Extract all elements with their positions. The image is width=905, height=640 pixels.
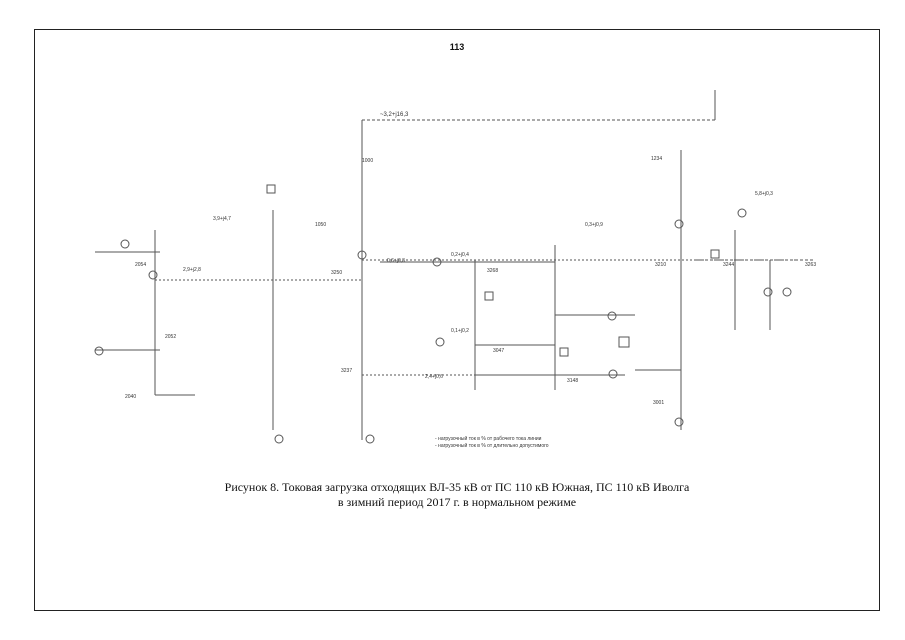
transformer-9: [674, 417, 684, 427]
node-label: 2040: [125, 394, 136, 400]
node-label: 2054: [135, 262, 146, 268]
transformer-10: [274, 434, 284, 444]
transformer-2: [148, 270, 158, 280]
node-label: 1234: [651, 156, 662, 162]
caption-line-1: Рисунок 8. Токовая загрузка отходящих ВЛ…: [224, 480, 690, 494]
flow-label: 5,8+j0,3: [755, 191, 773, 197]
transformer-5: [432, 257, 442, 267]
node-label: 1050: [315, 222, 326, 228]
node-label: 3047: [493, 348, 504, 354]
top-line-label: ~3,2+j16,3: [380, 112, 409, 118]
flow-label: 3,9+j4,7: [213, 216, 231, 222]
node-label: 3210: [655, 262, 666, 268]
node-label: 2052: [165, 334, 176, 340]
switch-box-1: [484, 291, 494, 301]
node-label: 3001: [653, 400, 664, 406]
transformer-7: [607, 311, 617, 321]
flow-label: 0,1+j0,2: [451, 328, 469, 334]
flow-label: 2,9+j2,8: [183, 267, 201, 273]
switch-box-2: [559, 347, 569, 357]
transformer-3: [94, 346, 104, 356]
figure-caption: Рисунок 8. Токовая загрузка отходящих ВЛ…: [35, 480, 879, 510]
transformer-6: [435, 337, 445, 347]
caption-line-2: в зимний период 2017 г. в нормальном реж…: [337, 495, 577, 509]
transformer-14: [782, 287, 792, 297]
page-frame: 113: [34, 29, 880, 611]
flow-label: 0,3+j0,9: [585, 222, 603, 228]
flow-label: 0,2+j0,4: [451, 252, 469, 258]
transformer-13: [763, 287, 773, 297]
node-label: 3237: [341, 368, 352, 374]
node-label: 3268: [487, 268, 498, 274]
transformer-12: [737, 208, 747, 218]
node-label: 3244: [723, 262, 734, 268]
node-label: 1000: [362, 158, 373, 164]
legend-item: - нагрузочный ток в % от длительно допус…: [435, 442, 549, 449]
switch-box-3: [710, 249, 720, 259]
transformer-4: [357, 250, 367, 260]
transformer-11: [365, 434, 375, 444]
node-label: 3263: [805, 262, 816, 268]
flow-label: 0,6+j0,3: [387, 258, 405, 264]
node-label: 3148: [567, 378, 578, 384]
page-number: 113: [449, 42, 465, 52]
circuit-diagram: ~3,2+j16,3 1000 1050 1234 2054 2052 2040…: [94, 90, 816, 449]
flow-label: 2,4+j0,6: [425, 374, 443, 380]
transformer-1: [120, 239, 130, 249]
transformer-8: [608, 369, 618, 379]
switch-box-4: [266, 184, 276, 194]
transformer-15: [674, 219, 684, 229]
switch-box-5: [618, 336, 630, 348]
legend-item: - нагрузочный ток в % от рабочего тока л…: [435, 435, 542, 442]
node-label: 3250: [331, 270, 342, 276]
legend: - нагрузочный ток в % от рабочего тока л…: [435, 435, 549, 449]
